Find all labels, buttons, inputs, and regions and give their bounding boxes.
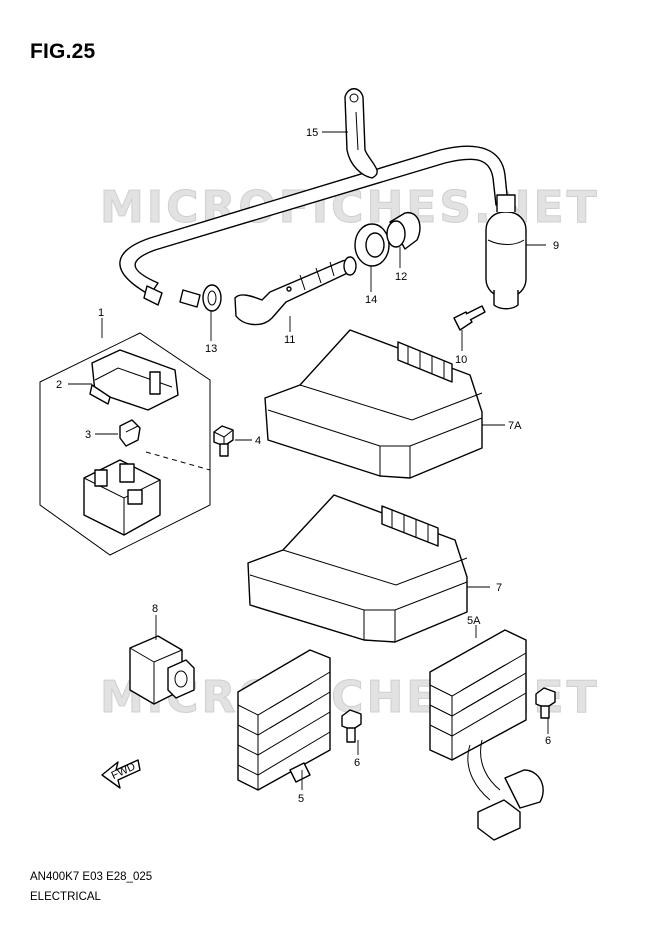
bolt-6-left — [341, 709, 362, 743]
bolt-4 — [213, 425, 234, 457]
cap-12 — [386, 212, 421, 250]
callout-6-left: 6 — [354, 757, 360, 769]
callout-12: 12 — [395, 271, 407, 283]
callout-14: 14 — [365, 294, 377, 306]
ecm-7 — [247, 494, 468, 643]
callout-6-right: 6 — [545, 735, 551, 747]
regulator-rectifier-5a — [429, 629, 544, 841]
relay-assembly-frame — [39, 332, 211, 556]
fwd-label: FWD — [110, 761, 138, 782]
callout-3: 3 — [85, 429, 91, 441]
callout-7: 7 — [496, 582, 502, 594]
callout-4: 4 — [255, 435, 261, 447]
figure-title: FIG.25 — [30, 40, 96, 63]
callout-2: 2 — [56, 379, 62, 391]
callout-5: 5 — [298, 793, 304, 805]
cord-clamp-15 — [344, 88, 378, 179]
fwd-arrow-icon: FWD — [101, 759, 141, 789]
ignition-coil-9 — [485, 194, 527, 310]
figure-name: ELECTRICAL — [30, 891, 101, 903]
callout-8: 8 — [152, 603, 158, 615]
grommet-14 — [354, 223, 390, 267]
figure-code: AN400K7 E03 E28_025 — [30, 871, 153, 883]
fuse-3 — [119, 419, 141, 447]
callout-15: 15 — [306, 127, 318, 139]
callout-10: 10 — [455, 354, 467, 366]
ecm-7a — [264, 329, 483, 479]
starter-relay — [83, 451, 211, 536]
bolt-6-right — [535, 687, 556, 719]
callout-7a: 7A — [508, 420, 522, 432]
relay-cover-2 — [89, 349, 179, 411]
callout-13: 13 — [205, 343, 217, 355]
cord-joint-13 — [179, 284, 222, 312]
high-tension-cord — [119, 145, 509, 306]
regulator-rectifier-5 — [237, 649, 331, 791]
callout-1: 1 — [98, 307, 104, 319]
leader-lines — [68, 131, 549, 790]
callout-5a: 5A — [467, 615, 481, 627]
callout-9: 9 — [553, 240, 559, 252]
bolt-10 — [453, 305, 486, 331]
callouts: 1 2 3 4 5 5A 6 6 7 7A 8 9 10 11 12 13 14… — [56, 127, 559, 805]
plug-cap-11 — [234, 256, 357, 326]
callout-11: 11 — [284, 334, 295, 346]
sensor-8 — [129, 635, 195, 705]
